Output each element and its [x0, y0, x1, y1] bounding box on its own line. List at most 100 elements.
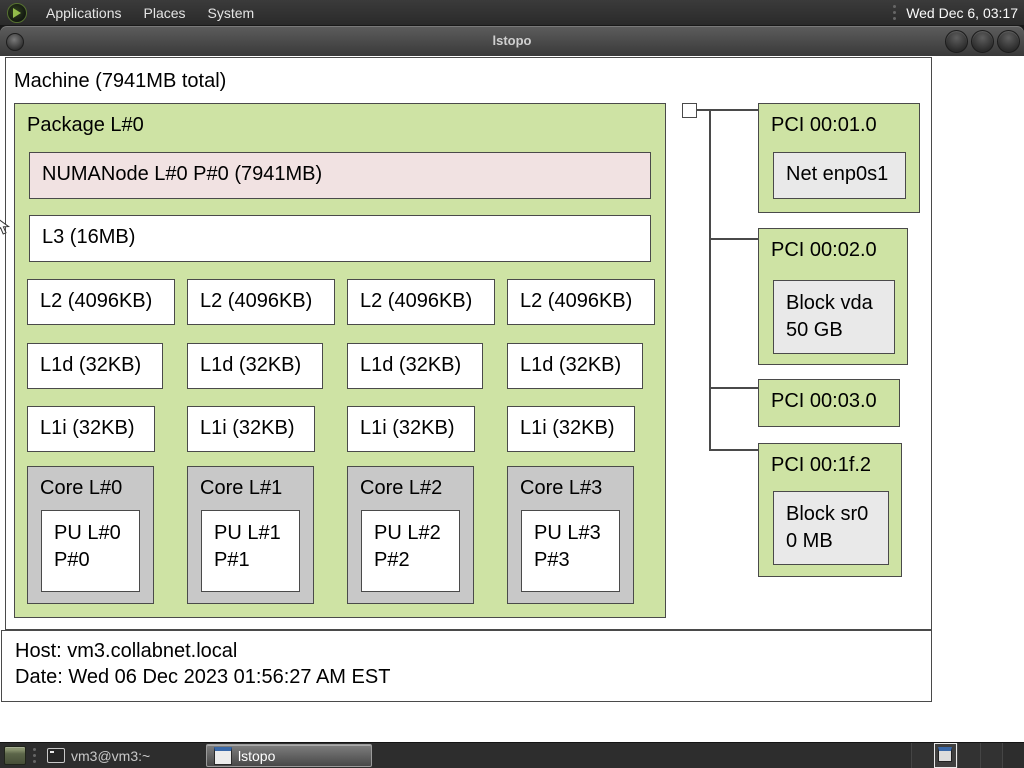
- pu-label: PU L#0: [54, 522, 121, 544]
- l2-cache-label: L2 (4096KB): [200, 290, 313, 312]
- l3-cache-label: L3 (16MB): [42, 226, 136, 248]
- pu-box: PU L#0 P#0: [41, 510, 140, 592]
- pu-plabel: P#1: [214, 549, 250, 571]
- l1d-cache-label: L1d (32KB): [200, 354, 302, 376]
- pu-label: PU L#1: [214, 522, 281, 544]
- pci-trunk-line: [709, 109, 711, 451]
- close-button[interactable]: [997, 30, 1020, 53]
- mouse-cursor-icon: [0, 217, 11, 241]
- pu-label: PU L#2: [374, 522, 441, 544]
- core-box: Core L#0 PU L#0 P#0: [27, 466, 154, 604]
- pci-label: PCI 00:03.0: [771, 390, 877, 412]
- l1d-cache-box: L1d (32KB): [187, 343, 323, 389]
- l1d-cache-label: L1d (32KB): [360, 354, 462, 376]
- pu-plabel: P#0: [54, 549, 90, 571]
- l2-cache-label: L2 (4096KB): [520, 290, 633, 312]
- pci-branch-line: [709, 238, 758, 240]
- numanode-label: NUMANode L#0 P#0 (7941MB): [42, 163, 323, 185]
- workspace-cell-1[interactable]: [911, 743, 934, 768]
- minimize-button[interactable]: [945, 30, 968, 53]
- maximize-button[interactable]: [971, 30, 994, 53]
- show-desktop-icon: [4, 746, 26, 765]
- l1i-cache-box: L1i (32KB): [27, 406, 155, 452]
- l1i-cache-box: L1i (32KB): [187, 406, 315, 452]
- pu-box: PU L#3 P#3: [521, 510, 620, 592]
- core-box: Core L#3 PU L#3 P#3: [507, 466, 634, 604]
- l2-cache-box: L2 (4096KB): [27, 279, 175, 325]
- window-titlebar[interactable]: lstopo: [0, 26, 1024, 56]
- l3-cache-box: L3 (16MB): [29, 215, 651, 262]
- l2-cache-box: L2 (4096KB): [347, 279, 495, 325]
- net-device-label: Net enp0s1: [786, 163, 889, 185]
- workspace-cell-2[interactable]: [934, 743, 957, 768]
- pci-branch-line: [709, 387, 758, 389]
- l1i-cache-label: L1i (32KB): [360, 417, 455, 439]
- core-label: Core L#0: [40, 477, 123, 499]
- l1i-cache-label: L1i (32KB): [200, 417, 295, 439]
- workspace-cell-3[interactable]: [957, 743, 980, 768]
- menu-applications[interactable]: Applications: [46, 4, 122, 21]
- menu-places[interactable]: Places: [143, 4, 186, 21]
- show-desktop-button[interactable]: [3, 745, 27, 766]
- package-label: Package L#0: [27, 114, 144, 136]
- taskbar-item-lstopo[interactable]: lstopo: [206, 744, 372, 767]
- pci-branch-line: [697, 109, 758, 111]
- l1i-cache-label: L1i (32KB): [520, 417, 615, 439]
- pu-label: PU L#3: [534, 522, 601, 544]
- core-box: Core L#2 PU L#2 P#2: [347, 466, 474, 604]
- window-title: lstopo: [492, 33, 532, 48]
- l1i-cache-label: L1i (32KB): [40, 417, 135, 439]
- l2-cache-label: L2 (4096KB): [40, 290, 153, 312]
- core-label: Core L#3: [520, 477, 603, 499]
- l2-cache-label: L2 (4096KB): [360, 290, 473, 312]
- tasklist-drag-handle[interactable]: [33, 754, 36, 757]
- pci-box: PCI 00:02.0 Block vda 50 GB: [758, 228, 908, 365]
- legend-date: Date: Wed 06 Dec 2023 01:56:27 AM EST: [15, 666, 391, 688]
- distro-logo-icon[interactable]: [7, 2, 27, 23]
- numanode-box: NUMANode L#0 P#0 (7941MB): [29, 152, 651, 199]
- block-device-label: Block sr0: [786, 503, 869, 525]
- core-label: Core L#2: [360, 477, 443, 499]
- pci-box: PCI 00:01.0 Net enp0s1: [758, 103, 920, 213]
- block-device-box: Block sr0 0 MB: [773, 491, 889, 565]
- legend-box: Host: vm3.collabnet.local Date: Wed 06 D…: [1, 630, 932, 702]
- menu-system[interactable]: System: [207, 4, 255, 21]
- window-menu-icon[interactable]: [6, 33, 24, 51]
- clock-area: Wed Dec 6, 03:17: [893, 0, 1018, 25]
- pu-plabel: P#3: [534, 549, 570, 571]
- workspace-window-thumbnail: [938, 747, 952, 762]
- pu-box: PU L#2 P#2: [361, 510, 460, 592]
- taskbar-item-label: vm3@vm3:~: [71, 747, 151, 764]
- l1d-cache-box: L1d (32KB): [507, 343, 643, 389]
- pci-label: PCI 00:02.0: [771, 239, 877, 261]
- block-device-box: Block vda 50 GB: [773, 280, 895, 354]
- host-bridge-square: [682, 103, 697, 118]
- panel-drag-handle[interactable]: [893, 11, 897, 14]
- top-panel: Applications Places System Wed Dec 6, 03…: [0, 0, 1024, 25]
- pci-label: PCI 00:1f.2: [771, 454, 872, 476]
- l1d-cache-box: L1d (32KB): [347, 343, 483, 389]
- workspace-cell-4[interactable]: [980, 743, 1003, 768]
- bottom-panel: vm3@vm3:~ lstopo: [0, 742, 1024, 768]
- window-glyph-icon: [214, 746, 232, 765]
- pu-plabel: P#2: [374, 549, 410, 571]
- block-device-size: 50 GB: [786, 319, 843, 341]
- block-device-label: Block vda: [786, 292, 873, 314]
- legend-host: Host: vm3.collabnet.local: [15, 640, 238, 662]
- l1i-cache-box: L1i (32KB): [507, 406, 635, 452]
- machine-label: Machine (7941MB total): [14, 70, 227, 92]
- core-label: Core L#1: [200, 477, 283, 499]
- block-device-size: 0 MB: [786, 530, 833, 552]
- pci-box: PCI 00:03.0: [758, 379, 900, 427]
- clock[interactable]: Wed Dec 6, 03:17: [906, 4, 1018, 21]
- net-device-box: Net enp0s1: [773, 152, 906, 199]
- core-box: Core L#1 PU L#1 P#1: [187, 466, 314, 604]
- pci-branch-line: [709, 449, 758, 451]
- lstopo-canvas: Machine (7941MB total) Package L#0 NUMAN…: [0, 56, 1024, 742]
- pu-box: PU L#1 P#1: [201, 510, 300, 592]
- l1d-cache-label: L1d (32KB): [520, 354, 622, 376]
- l2-cache-box: L2 (4096KB): [507, 279, 655, 325]
- l1d-cache-label: L1d (32KB): [40, 354, 142, 376]
- taskbar-item-terminal[interactable]: vm3@vm3:~: [40, 744, 202, 767]
